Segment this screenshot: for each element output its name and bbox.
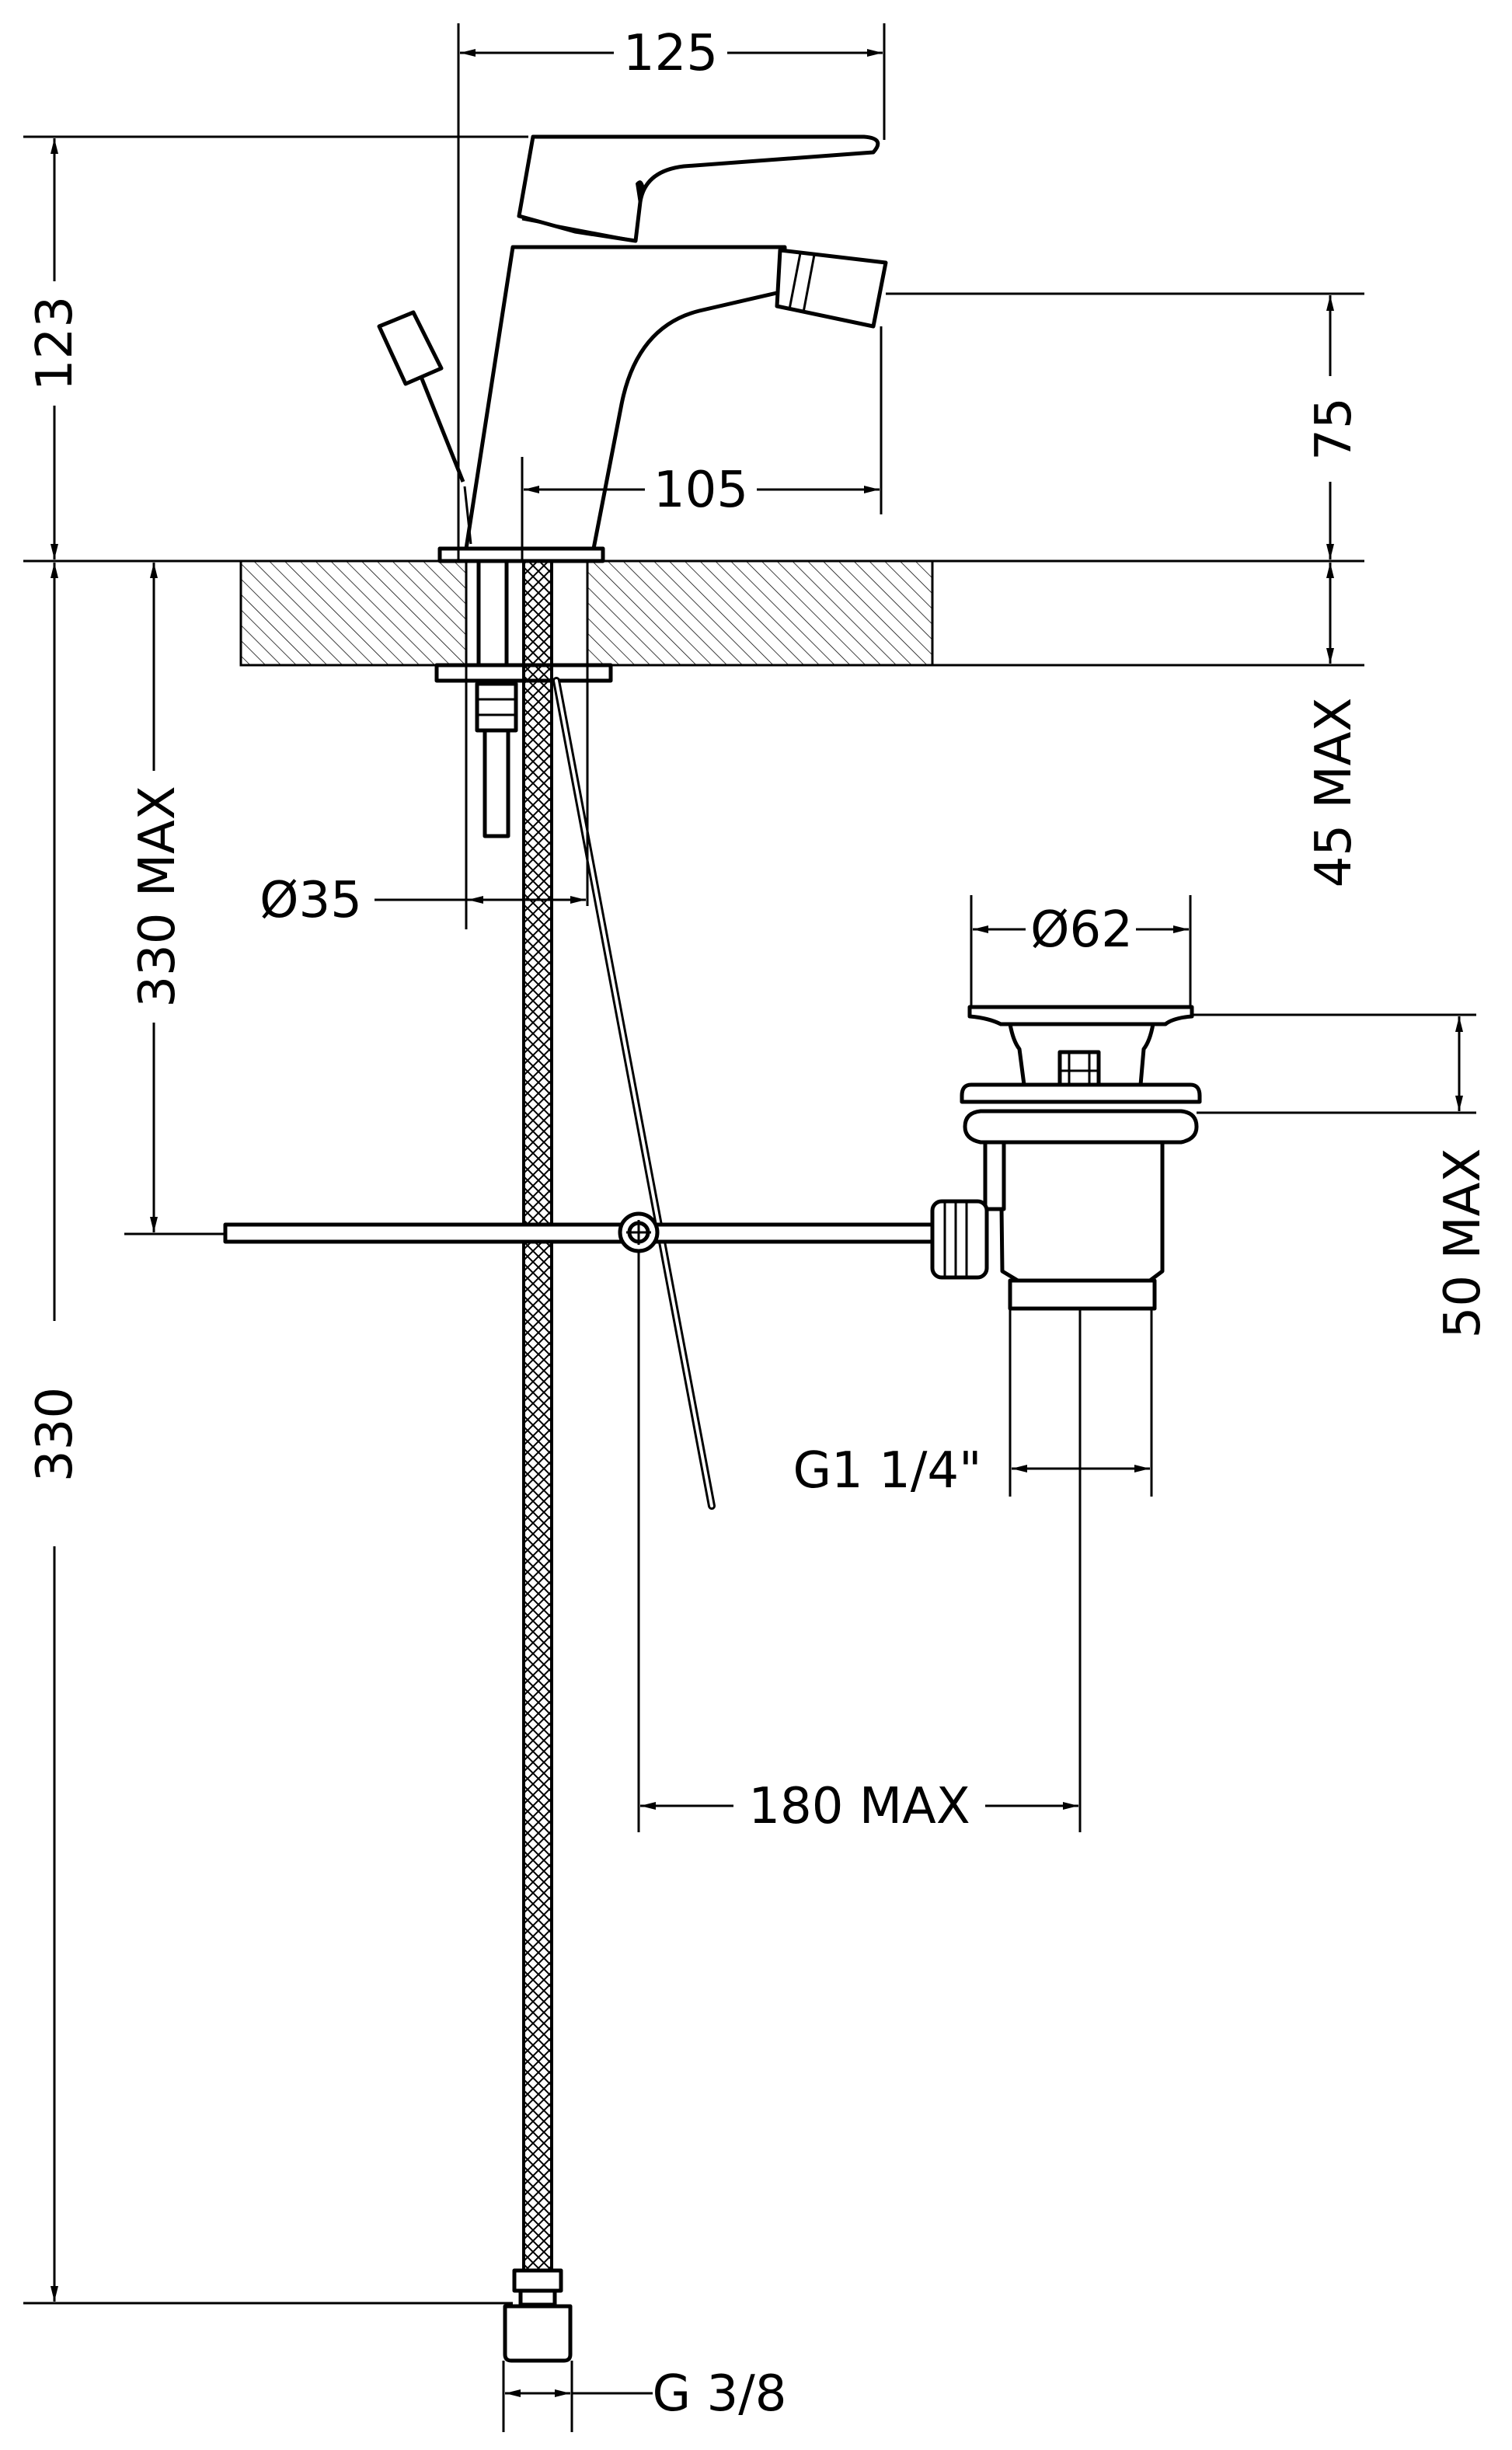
- hose-ferrule-neck: [518, 2288, 557, 2307]
- dim-waste-height-label: 50 MAX: [1434, 1148, 1492, 1339]
- dim-hose-thread-label: G 3/8: [653, 2365, 787, 2423]
- mixer-body: [377, 134, 888, 563]
- waste-body: [998, 1140, 1165, 1283]
- dim-rod-reach-label: 180 MAX: [748, 1778, 970, 1835]
- dim-deck-thickness: 45 MAX: [1305, 563, 1363, 887]
- dim-waste-thread-label: G1 1/4": [793, 1442, 981, 1500]
- popup-rod-knob: [377, 310, 444, 386]
- hose-nut-g38: [503, 2304, 573, 2363]
- dim-total-height: 330: [23, 563, 513, 2305]
- waste-washer: [963, 1109, 1199, 1145]
- fixing-stud: [483, 728, 510, 838]
- dim-hose-thread: G 3/8: [502, 2361, 787, 2432]
- flexible-hose: [503, 559, 573, 2363]
- dim-deck-thickness-label: 45 MAX: [1305, 698, 1363, 888]
- dim-waste-thread: G1 1/4": [793, 1309, 1153, 1500]
- dimensions: 125 123 75 105 45 MAX: [23, 23, 1492, 2432]
- popup-mechanism: [223, 677, 942, 1510]
- dim-rod-reach: 180 MAX: [637, 1251, 1082, 1835]
- deck-section: [23, 559, 1364, 667]
- waste-cap: [967, 1005, 1194, 1026]
- dim-spout-height-label: 75: [1305, 397, 1363, 460]
- fixing-assembly: [434, 559, 613, 838]
- waste-body-collar: [983, 1140, 1006, 1211]
- dim-height-upper-label: 123: [26, 296, 84, 391]
- rod-connector-nut: [930, 1199, 989, 1280]
- dim-waste-height: 50 MAX: [1192, 1013, 1492, 1339]
- dim-height-upper: 123: [23, 135, 528, 559]
- dim-width-top-label: 125: [623, 25, 718, 82]
- dim-total-height-label: 330: [26, 1387, 84, 1482]
- dim-spout-reach: 105: [521, 326, 883, 561]
- waste-flange: [960, 1082, 1202, 1104]
- dim-hose-length-label: 330 MAX: [129, 786, 186, 1007]
- dim-spout-height: 75: [886, 292, 1364, 559]
- waste-tailpiece: [1008, 1278, 1157, 1311]
- body-outline: [464, 245, 787, 551]
- dim-width-top: 125: [457, 23, 886, 559]
- lever-handle: [517, 134, 880, 243]
- dim-waste-diameter-label: Ø62: [1030, 901, 1133, 959]
- dim-hole-diameter-label: Ø35: [260, 872, 362, 929]
- pivot-rod: [223, 1222, 942, 1244]
- dim-waste-diameter: Ø62: [970, 895, 1192, 1007]
- hose-braid: [522, 559, 553, 2272]
- fixing-nut: [475, 681, 518, 733]
- dim-spout-reach-label: 105: [653, 462, 748, 519]
- popup-rod-upper: [417, 372, 465, 483]
- dim-hose-length: 330 MAX: [124, 563, 227, 1235]
- waste-assembly: [930, 1005, 1202, 1311]
- lever-detail: [636, 180, 645, 204]
- dim-hole-diameter: Ø35: [260, 665, 589, 929]
- hose-ferrule: [512, 2268, 563, 2293]
